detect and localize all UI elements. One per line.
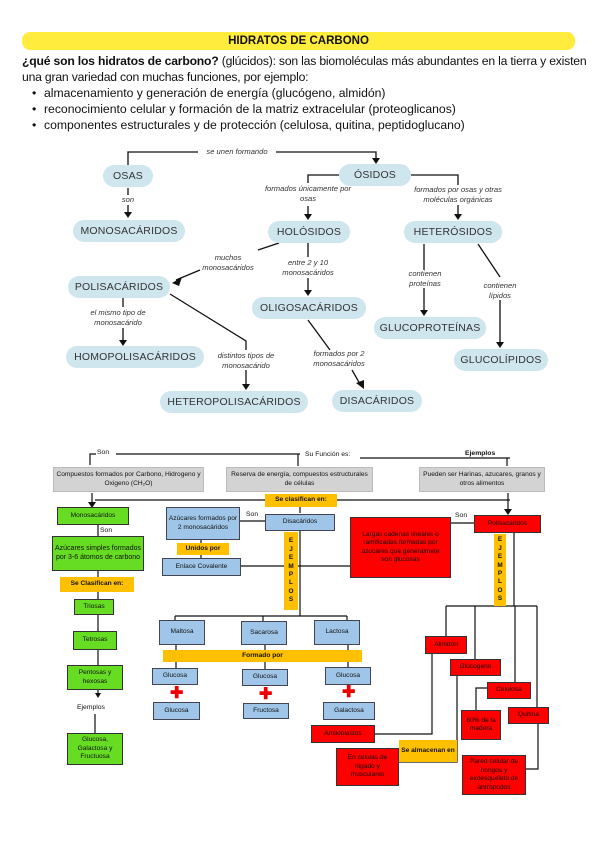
box-glucosa: Glucosa (152, 668, 198, 685)
label-se-unen: se unen formando (198, 147, 276, 157)
node-osidos: ÓSIDOS (339, 164, 411, 186)
box-fructosa: Fructosa (243, 703, 289, 719)
box-reserva: Reserva de energía, compuestos estructur… (226, 467, 373, 492)
label-son: son (121, 195, 135, 204)
label-otras-moleculas: formados por osas y otras moléculas orgá… (414, 185, 502, 204)
page-title: HIDRATOS DE CARBONO (22, 32, 575, 50)
node-heteropolisacaridos: HETEROPOLISACÁRIDOS (160, 391, 308, 413)
box-sacarosa: Sacarosa (241, 621, 287, 645)
box-enlace-covalente: Enlace Covalente (162, 558, 241, 576)
node-polisacaridos: POLISACÁRIDOS (68, 276, 170, 298)
label-ejemplos: Ejemplos (77, 704, 105, 711)
box-galactosa: Galactosa (323, 702, 375, 720)
box-azucares-simples: Azúcares simples formados por 3-6 átomos… (52, 536, 144, 571)
box-disacaridos: Disacáridos (265, 514, 335, 531)
node-monosacaridos: MONOSACÁRIDOS (73, 220, 185, 242)
intro-line1-wrap: ¿qué son los hidratos de carbono? (glúci… (22, 53, 587, 69)
label-distintos-tipos: distintos tipos de monosacárido (217, 351, 275, 370)
box-60-madera: 60% de la madera (461, 710, 501, 740)
label-funcion: Su Función es: (305, 451, 351, 458)
box-pueden-ser: Pueden ser Harinas, azucares, granos y o… (419, 467, 545, 492)
box-glucosa: Glucosa (242, 669, 288, 686)
node-oligosacaridos: OLIGOSACÁRIDOS (252, 297, 366, 319)
box-polisacaridos: Polisacáridos (474, 515, 541, 533)
box-lactosa: Lactosa (314, 620, 360, 645)
box-tetrosas: Tetrosas (73, 631, 117, 650)
box-celulosa: Celulosa (487, 682, 531, 699)
tag-se-almacenan: Se almacenan en (399, 740, 457, 762)
tag-unidos-por: Unidos por (177, 543, 229, 555)
label-son: Son (100, 527, 113, 534)
box-monosacaridos: Monosacáridos (57, 507, 129, 525)
node-glucoproteinas: GLUCOPROTEÍNAS (374, 317, 486, 339)
box-compuestos: Compuestos formados por Carbono, Hidroge… (53, 467, 204, 492)
label-son-poli: Son (455, 512, 468, 519)
plus-icon: ✚ (342, 684, 356, 701)
box-triosas: Triosas (74, 599, 114, 615)
box-amiloplastos: Amiloplastos (311, 725, 375, 743)
box-quitina: Quitina (508, 707, 549, 724)
plus-icon: ✚ (170, 685, 184, 702)
tag-se-clasifican-mono: Se Clasifican en: (60, 577, 134, 592)
tag-formado-por: Formado por (163, 650, 362, 662)
node-heterosidos: HETERÓSIDOS (404, 221, 502, 243)
box-glucosa: Glucosa (325, 667, 371, 685)
node-osas: OSAS (103, 165, 153, 187)
label-proteinas: contienen proteínas (408, 269, 442, 288)
label-muchos: muchos monosacáridos (202, 253, 254, 272)
node-glucolipidos: GLUCOLÍPIDOS (454, 349, 548, 371)
box-azucares-2-mono: Azúcares formados por 2 monosacáridos (166, 507, 240, 540)
label-lipidos: contienen lípidos (483, 281, 517, 300)
intro-line1: (glúcidos): son las biomoléculas más abu… (218, 54, 587, 68)
label-por-2: formados por 2 monosacáridos (313, 349, 365, 368)
box-pentosas-hexosas: Pentosas y hexosas (67, 665, 123, 690)
label-unicamente: formados únicamente por osas (264, 184, 352, 203)
label-ejemplos-top: Ejemplos (465, 450, 496, 457)
bullet-item: reconocimiento celular y formación de la… (32, 101, 456, 117)
box-pared-celular: Pared celular de hongos y exoesqueleto d… (462, 755, 526, 795)
intro-question: ¿qué son los hidratos de carbono? (22, 54, 219, 68)
plus-icon: ✚ (259, 686, 273, 703)
box-glucosa-galactosa-fructuosa: Glucosa, Galactosa y Fructuosa (67, 733, 123, 765)
box-celulas-higado: En celulas de higado y musculares (336, 748, 399, 786)
node-homopolisacaridos: HOMOPOLISACÁRIDOS (66, 346, 204, 368)
label-entre: entre 2 y 10 monosacáridos (282, 258, 334, 277)
box-almidon: Almidón (425, 636, 467, 654)
label-son-top: Son (97, 449, 110, 456)
label-son-di: Son (246, 511, 259, 518)
box-glucogeno: Glucogeno (450, 659, 501, 676)
bullet-item: almacenamiento y generación de energía (… (32, 85, 385, 101)
bullet-item: componentes estructurales y de protecció… (32, 117, 465, 133)
tag-se-clasifican: Se clasifican en: (265, 494, 337, 507)
box-largas-cadenas: Largas cadenas lineales o ramificadas fo… (350, 517, 451, 578)
label-mismo-tipo: el mismo tipo de monosacárido (90, 308, 146, 327)
box-maltosa: Maltosa (159, 620, 205, 645)
box-glucosa-2: Glucosa (153, 702, 200, 720)
node-disacaridos: DISACÁRIDOS (332, 390, 422, 412)
intro-line2: una gran variedad con muchas funciones, … (22, 70, 309, 84)
node-holosidos: HOLÓSIDOS (268, 221, 350, 243)
